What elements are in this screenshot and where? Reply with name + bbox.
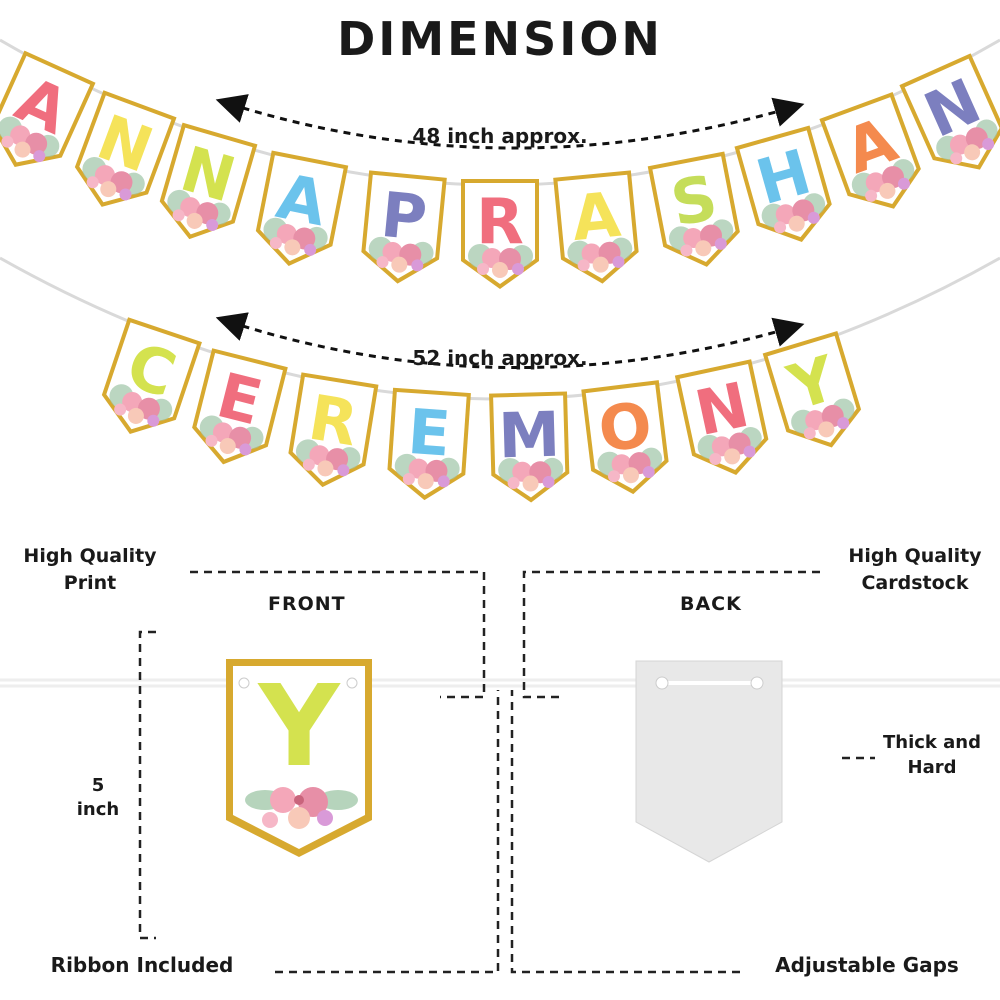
banner2-flag-6: O: [581, 380, 669, 495]
dashed-guides: [138, 570, 875, 974]
banner2-letter-6: O: [595, 388, 656, 467]
banner1-flag-10: A: [819, 92, 921, 209]
banner2-flag-1: C: [101, 317, 202, 434]
front-card: [226, 659, 372, 857]
banner2-dimension-arrow: [215, 312, 805, 370]
banner1-dimension-arrow: [215, 94, 805, 150]
banner2-flag-5: M: [489, 391, 570, 503]
banner1-flag-11: N: [899, 53, 1000, 170]
banner1-flag-6: R: [461, 179, 539, 289]
banner2-flag-2: E: [192, 348, 288, 465]
ribbon-label: Ribbon Included: [50, 953, 234, 977]
print-quality-label: High Quality Print: [23, 545, 157, 594]
banner1-flag-5: P: [361, 170, 447, 284]
banner2-letter-3: R: [304, 381, 363, 461]
banner1-letter-7: A: [569, 178, 624, 255]
front-letter: Y: [256, 662, 341, 792]
gaps-label: Adjustable Gaps: [775, 953, 959, 977]
banner1-letter-6: R: [476, 185, 524, 258]
banner2-flag-3: R: [288, 372, 379, 488]
banner1-letter-5: P: [378, 178, 430, 255]
front-floral: [245, 787, 358, 829]
banner2-letter-4: E: [405, 395, 452, 471]
banner1-flag-1: A: [0, 50, 96, 167]
thickness-label: Thick and Hard: [882, 732, 981, 778]
banner2-flag-4: E: [387, 387, 471, 501]
banner1-flag-2: N: [74, 90, 177, 207]
banner1-flag-9: H: [734, 125, 832, 242]
banner1-flag-4: A: [255, 150, 349, 266]
banner1-flag-3: N: [159, 122, 258, 240]
banner2-flag-8: Y: [762, 330, 862, 448]
banner1-flag-7: A: [553, 170, 639, 284]
back-heading: BACK: [680, 593, 742, 615]
banner2-letter-5: M: [497, 398, 561, 473]
cardstock-label: High Quality Cardstock: [848, 545, 982, 594]
banner1-flag-8: S: [647, 151, 740, 267]
card-size-label: 5 inch: [76, 775, 120, 820]
banner2-measurement: 52 inch approx.: [412, 346, 588, 370]
back-card: [635, 660, 783, 863]
banner1-measurement: 48 inch approx.: [412, 124, 588, 148]
front-heading: FRONT: [268, 593, 346, 615]
page-title: DIMENSION: [337, 12, 663, 66]
banner2-flag-7: N: [674, 359, 769, 475]
